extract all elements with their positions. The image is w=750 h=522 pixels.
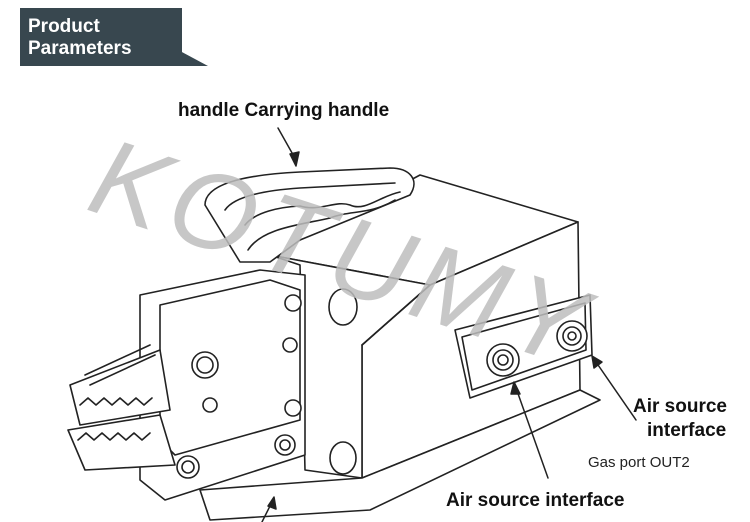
crimping-jaws [67, 344, 176, 471]
badge-title-line2: Parameters [28, 38, 132, 59]
leader-arrows [261, 127, 637, 522]
badge-background [20, 8, 182, 66]
label-gas-port: Gas port OUT2 [588, 454, 690, 471]
badge-tail [180, 51, 208, 66]
label-air-source-bottom: Air source interface [446, 490, 625, 511]
product-parameters-badge: Product Parameters [20, 8, 208, 66]
air-fitting-panel [454, 294, 593, 399]
side-plates [139, 269, 358, 501]
carrying-handle [204, 167, 415, 263]
label-air-source-right-line1: Air source [633, 396, 727, 417]
label-air-source-right-line2: interface [647, 420, 727, 441]
label-carrying-handle: handle Carrying handle [178, 100, 390, 121]
badge-title-line1: Product [28, 16, 100, 37]
